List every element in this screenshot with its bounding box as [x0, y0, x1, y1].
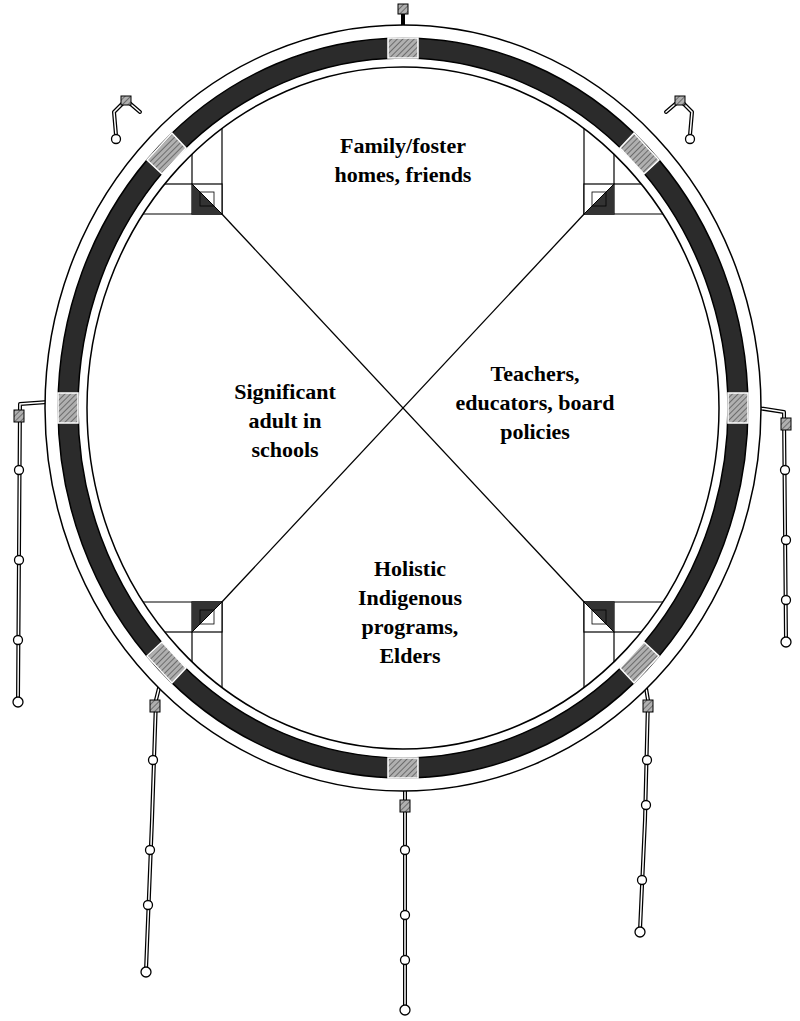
band-patch: [388, 38, 418, 58]
bead: [14, 636, 23, 645]
tassel-string: [18, 402, 48, 700]
corner-motif: [584, 602, 663, 688]
tassel-string: [758, 408, 786, 640]
knot: [150, 700, 160, 712]
corner-motif: [143, 128, 222, 214]
tassel-knots: [14, 4, 791, 812]
knot: [643, 700, 653, 712]
tassel-string: [18, 402, 48, 700]
outer-ring: [45, 25, 761, 791]
wheel-face: [87, 67, 719, 749]
knot: [781, 418, 791, 430]
bead: [781, 466, 790, 475]
bead: [782, 536, 791, 545]
quadrant-label: Teachers, educators, board policies: [453, 359, 618, 446]
corner-motif: [584, 128, 663, 214]
bead: [400, 1005, 410, 1015]
band-patch: [147, 642, 186, 683]
bead: [141, 967, 151, 977]
tassel-string: [403, 790, 407, 1008]
bead: [112, 135, 121, 144]
quadrant-label: Holistic Indigenous programs, Elders: [343, 554, 478, 670]
knot: [121, 96, 131, 105]
bead: [146, 846, 155, 855]
bead: [635, 927, 645, 937]
bead: [401, 956, 410, 965]
band-patches: [58, 38, 748, 778]
bead: [781, 637, 791, 647]
bead: [401, 846, 410, 855]
bead: [686, 135, 695, 144]
bead: [15, 556, 24, 565]
quadrant-node: Family/foster homes, friends: [316, 131, 491, 189]
tassel-string: [404, 790, 406, 1008]
band-patch: [728, 393, 748, 423]
tassel-string: [758, 408, 786, 640]
quadrant-node: Significant adult in schools: [218, 377, 353, 464]
bead: [638, 876, 647, 885]
knot: [14, 410, 24, 422]
bead: [401, 911, 410, 920]
bead: [13, 697, 23, 707]
bead: [782, 596, 791, 605]
band-patch: [620, 133, 659, 174]
quadrant-node: Holistic Indigenous programs, Elders: [343, 554, 478, 670]
bead: [149, 756, 158, 765]
band-patch: [147, 133, 186, 174]
bead: [642, 801, 651, 810]
tassel-strings: [18, 6, 786, 1008]
bead: [144, 901, 153, 910]
band-patch: [620, 642, 659, 683]
bead: [643, 756, 652, 765]
band-patch: [58, 393, 78, 423]
corner-motif: [143, 602, 222, 688]
knot: [400, 800, 410, 812]
tassel-string: [146, 676, 162, 970]
inner-ring: [78, 58, 728, 758]
tassel-string: [146, 676, 162, 970]
band-patch: [388, 758, 418, 778]
knot: [398, 4, 408, 14]
bead: [15, 466, 24, 475]
dark-band: [58, 38, 748, 778]
quadrant-label: Significant adult in schools: [218, 377, 353, 464]
knot: [675, 96, 685, 105]
quadrant-label: Family/foster homes, friends: [316, 131, 491, 189]
quadrant-node: Teachers, educators, board policies: [453, 359, 618, 446]
